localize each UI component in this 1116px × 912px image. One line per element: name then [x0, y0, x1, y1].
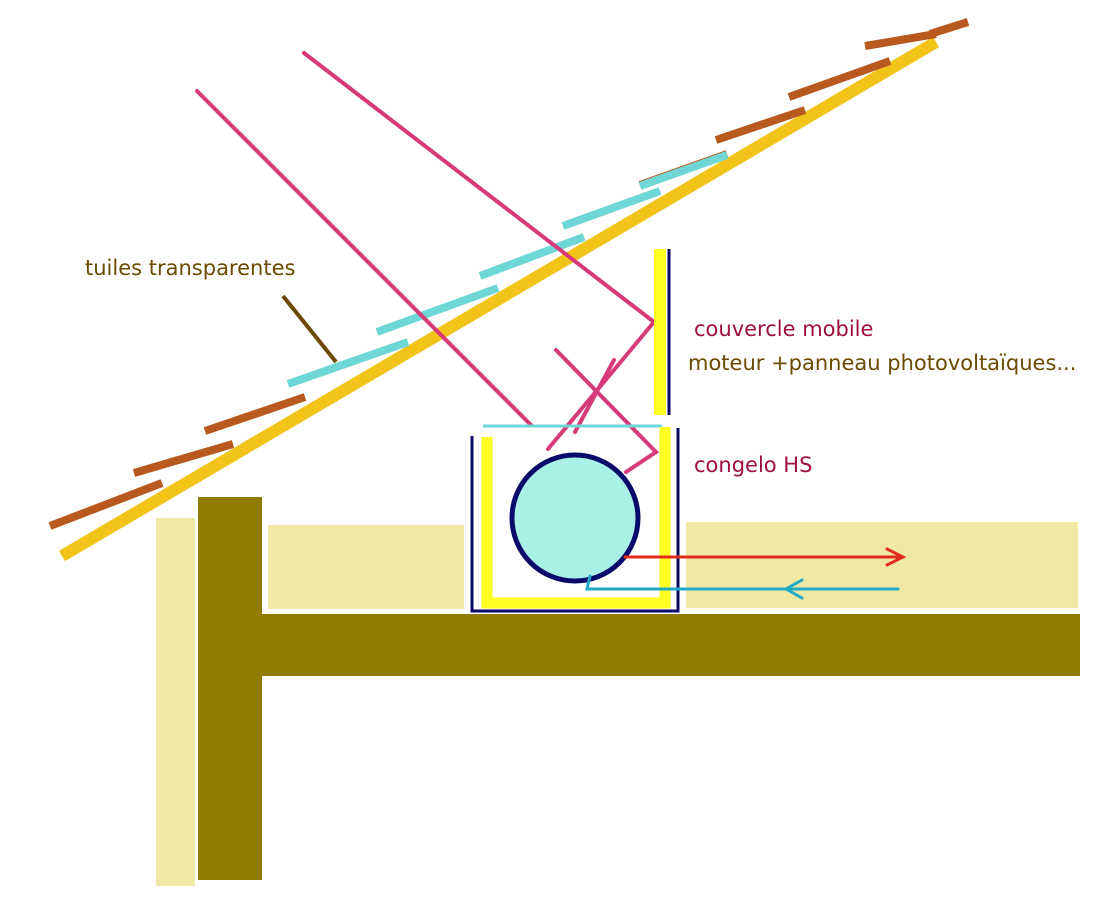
- cold-pipe-line: [585, 574, 900, 591]
- cold-pipe: [585, 574, 900, 600]
- insulation-attic-right: [686, 522, 1078, 608]
- transparent-tiles: [286, 151, 729, 388]
- terracotta-tile: [203, 393, 307, 435]
- label-motor: moteur +panneau photovoltaïques...: [688, 351, 1076, 375]
- ceiling-slab: [198, 614, 1080, 676]
- transparent-tile: [478, 233, 586, 280]
- sun-ray: [573, 358, 616, 434]
- label-freezer: congelo HS: [694, 453, 812, 477]
- transparent-tile: [375, 284, 500, 336]
- hot-pipe: [623, 547, 907, 567]
- terracotta-tile: [714, 106, 807, 144]
- terracotta-tile: [864, 30, 937, 50]
- transparent-tile: [286, 338, 410, 388]
- label-lid: couvercle mobile: [694, 317, 873, 341]
- mobile-lid: [654, 249, 666, 415]
- box-inner-yellow: [481, 427, 671, 609]
- transparent-tile: [638, 151, 729, 190]
- terracotta-tile: [48, 479, 164, 530]
- box-outline: [470, 428, 680, 613]
- sun-ray: [195, 89, 533, 427]
- terracotta-tile: [132, 440, 235, 477]
- transparent-tile: [561, 187, 662, 230]
- water-tank-outline: [509, 452, 641, 584]
- insulation-attic-left: [268, 525, 464, 609]
- freezer-box: [470, 424, 680, 613]
- wall-vertical: [198, 497, 262, 880]
- roof-beam: [58, 36, 940, 562]
- sun-ray: [554, 348, 660, 474]
- terracotta-tile: [787, 57, 892, 101]
- cold-pipe-arrowhead: [782, 578, 804, 600]
- tiles-pointer: [281, 294, 338, 364]
- insulation-wall-outer: [156, 518, 195, 886]
- terracotta-tile: [928, 18, 970, 38]
- hot-pipe-arrowhead: [885, 547, 907, 567]
- water-tank: [512, 455, 638, 581]
- label-tiles: tuiles transparentes: [85, 256, 295, 280]
